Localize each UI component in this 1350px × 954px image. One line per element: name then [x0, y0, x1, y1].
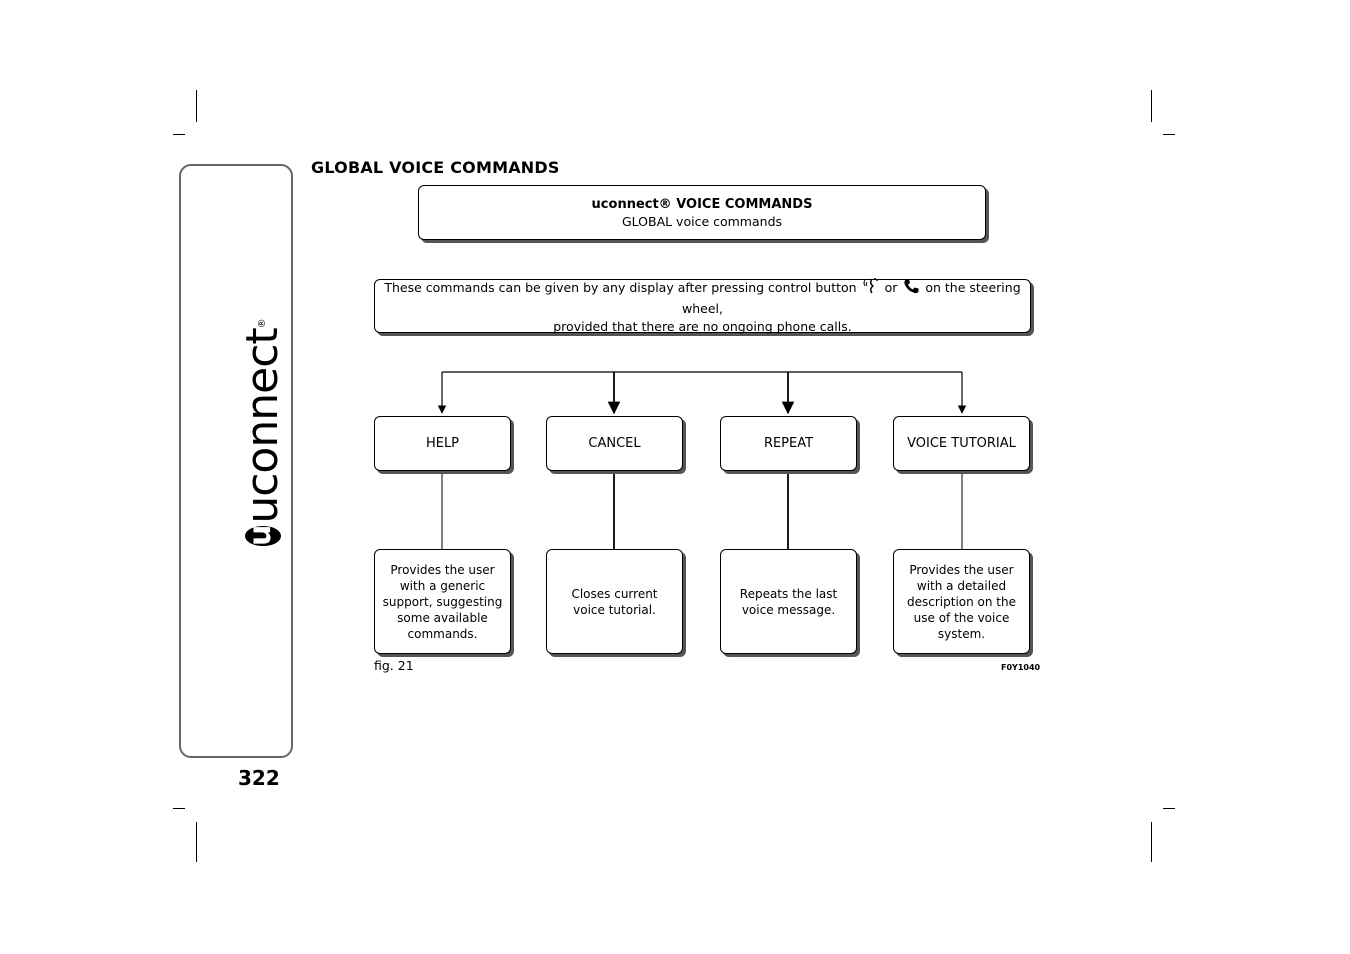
crop-mark: [196, 90, 197, 122]
header-title: uconnect® VOICE COMMANDS: [591, 196, 813, 212]
chapter-side-tab: [179, 164, 293, 758]
logo-text: uconnect: [237, 328, 288, 524]
description-voice-tutorial: Provides the user with a detailed descri…: [893, 549, 1030, 654]
crop-mark: [173, 808, 185, 809]
description-repeat: Repeats the last voice message.: [720, 549, 857, 654]
header-subtitle: GLOBAL voice commands: [621, 213, 783, 229]
voice-command-icon: [863, 277, 879, 300]
crop-mark: [173, 134, 185, 135]
instruction-box: These commands can be given by any displ…: [374, 277, 1031, 334]
crop-mark: [1163, 808, 1175, 809]
instruction-line-1: These commands can be given by any displ…: [383, 277, 1022, 318]
description-help: Provides the user with a generic support…: [374, 549, 511, 654]
command-voice-tutorial: VOICE TUTORIAL: [893, 416, 1030, 471]
description-cancel: Closes current voice tutorial.: [546, 549, 683, 654]
crop-mark: [1151, 822, 1152, 862]
command-cancel: CANCEL: [546, 416, 683, 471]
header-box: uconnect® VOICE COMMANDS GLOBAL voice co…: [418, 185, 986, 240]
section-title: GLOBAL VOICE COMMANDS: [311, 158, 560, 177]
figure-code: F0Y1040: [1001, 663, 1041, 672]
command-repeat: REPEAT: [720, 416, 857, 471]
crop-mark: [1163, 134, 1175, 135]
crop-mark: [196, 822, 197, 862]
crop-mark: [1151, 90, 1152, 122]
command-help: HELP: [374, 416, 511, 471]
logo-u-mark: u: [243, 525, 281, 546]
phone-icon: [903, 278, 919, 299]
figure-label: fig. 21: [374, 658, 414, 673]
instruction-line-2: provided that there are no ongoing phone…: [553, 318, 852, 334]
page-number: 322: [238, 766, 280, 790]
